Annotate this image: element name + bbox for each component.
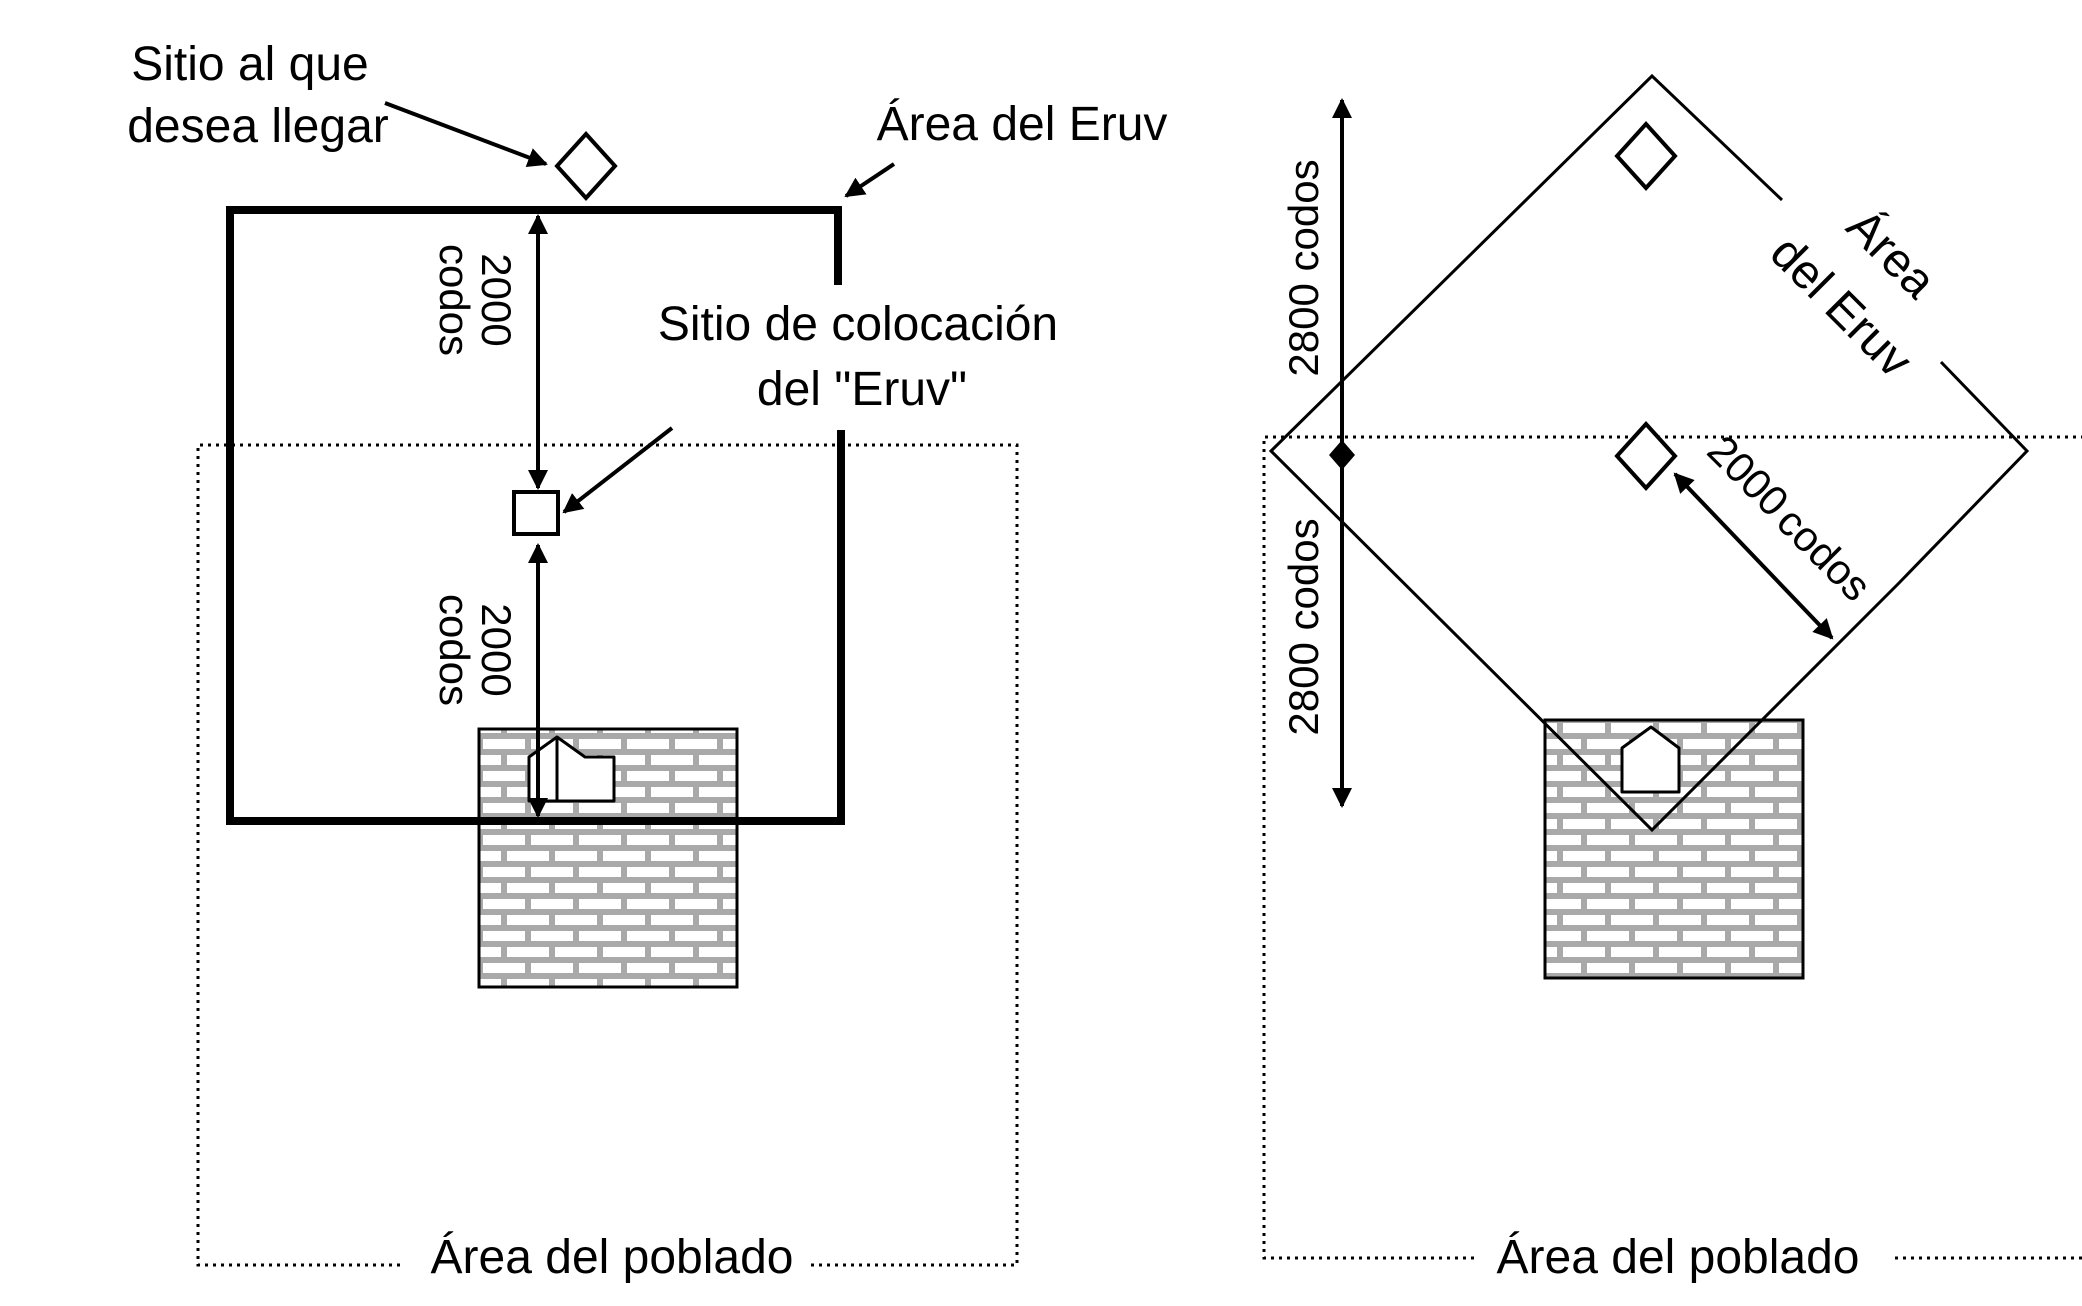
right-house-icon bbox=[1620, 725, 1681, 794]
left-panel: Área del poblado Sitio al que desea lleg… bbox=[127, 38, 1167, 1284]
left-destination-diamond bbox=[554, 131, 618, 201]
right-upper-vertical-distance: 2800 codos bbox=[1280, 159, 1327, 376]
left-destination-pointer bbox=[384, 101, 548, 167]
right-diagonal-distance-unit: codos bbox=[1768, 498, 1880, 610]
right-town-area-label: Área del poblado bbox=[1497, 1231, 1860, 1284]
left-lower-distance-unit: codos bbox=[431, 594, 478, 706]
left-upper-distance-unit: codos bbox=[431, 244, 478, 356]
left-destination-label-line1: Sitio al que bbox=[131, 38, 369, 91]
right-panel: Área del poblado Área del Eruv 2800 codo… bbox=[1262, 73, 2082, 1284]
right-town-area-border bbox=[1262, 435, 2082, 1260]
left-lower-distance-number: 2000 bbox=[473, 603, 520, 696]
left-eruv-area-pointer bbox=[844, 162, 896, 198]
left-eruv-area-label: Área del Eruv bbox=[877, 98, 1168, 151]
left-destination-label-line2: desea llegar bbox=[127, 100, 389, 153]
left-eruv-area-border bbox=[226, 206, 845, 825]
left-upper-distance-number: 2000 bbox=[473, 253, 520, 346]
left-town-area-label: Área del poblado bbox=[431, 1231, 794, 1284]
left-eruv-placement-square bbox=[512, 490, 560, 536]
right-destination-diamond bbox=[1614, 121, 1678, 191]
left-town-area-border bbox=[196, 443, 1019, 1267]
right-eruv-area-border bbox=[1268, 73, 2030, 833]
left-placement-label-line1: Sitio de colocación bbox=[658, 298, 1058, 351]
right-lower-vertical-distance: 2800 codos bbox=[1280, 518, 1327, 735]
left-placement-label-line2: del "Eruv" bbox=[757, 363, 967, 416]
left-placement-pointer bbox=[562, 426, 674, 514]
right-eruv-placement-diamond bbox=[1614, 421, 1678, 491]
right-midpoint-marker bbox=[1329, 440, 1355, 470]
right-diagonal-distance-number: 2000 bbox=[1699, 426, 1798, 525]
right-diagonal-distance-arrow bbox=[1673, 472, 1834, 640]
